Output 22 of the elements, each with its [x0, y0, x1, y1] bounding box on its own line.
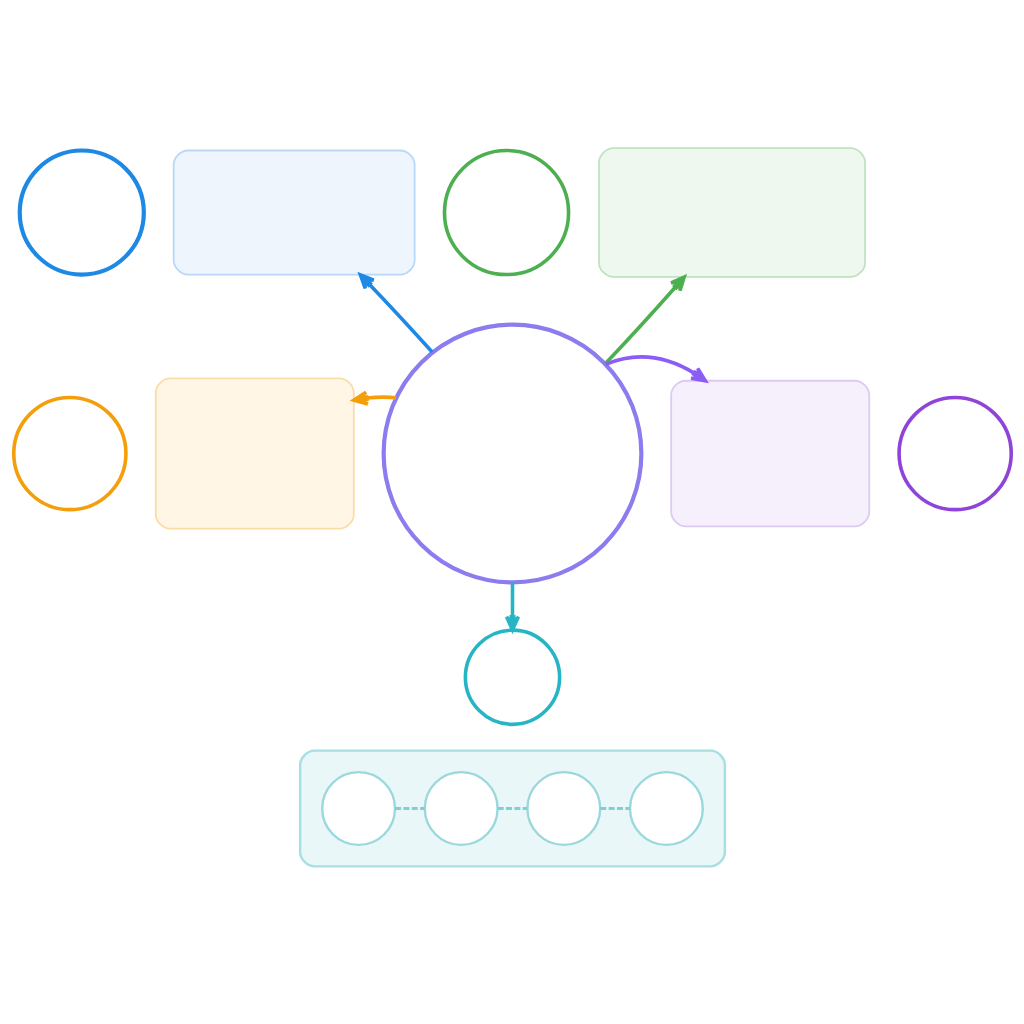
node-circle: [17, 148, 146, 277]
node-box: [154, 377, 355, 530]
connector: [599, 807, 630, 810]
arrow: [358, 273, 433, 354]
connector: [394, 807, 424, 810]
node-circle: [423, 770, 499, 847]
arrow: [504, 582, 520, 632]
node-circle: [11, 395, 128, 512]
node-circle: [463, 628, 561, 727]
node-circle: [381, 322, 643, 585]
arrow: [603, 275, 686, 365]
arrow: [604, 355, 707, 383]
node-box: [172, 149, 416, 276]
arrow: [351, 390, 396, 406]
node-circle: [442, 148, 570, 277]
node-circle: [628, 770, 704, 847]
node-box: [669, 379, 870, 528]
connector: [497, 807, 527, 810]
node-circle: [525, 770, 601, 847]
node-circle: [320, 770, 396, 847]
node-circle: [896, 395, 1013, 512]
node-box: [597, 147, 866, 278]
